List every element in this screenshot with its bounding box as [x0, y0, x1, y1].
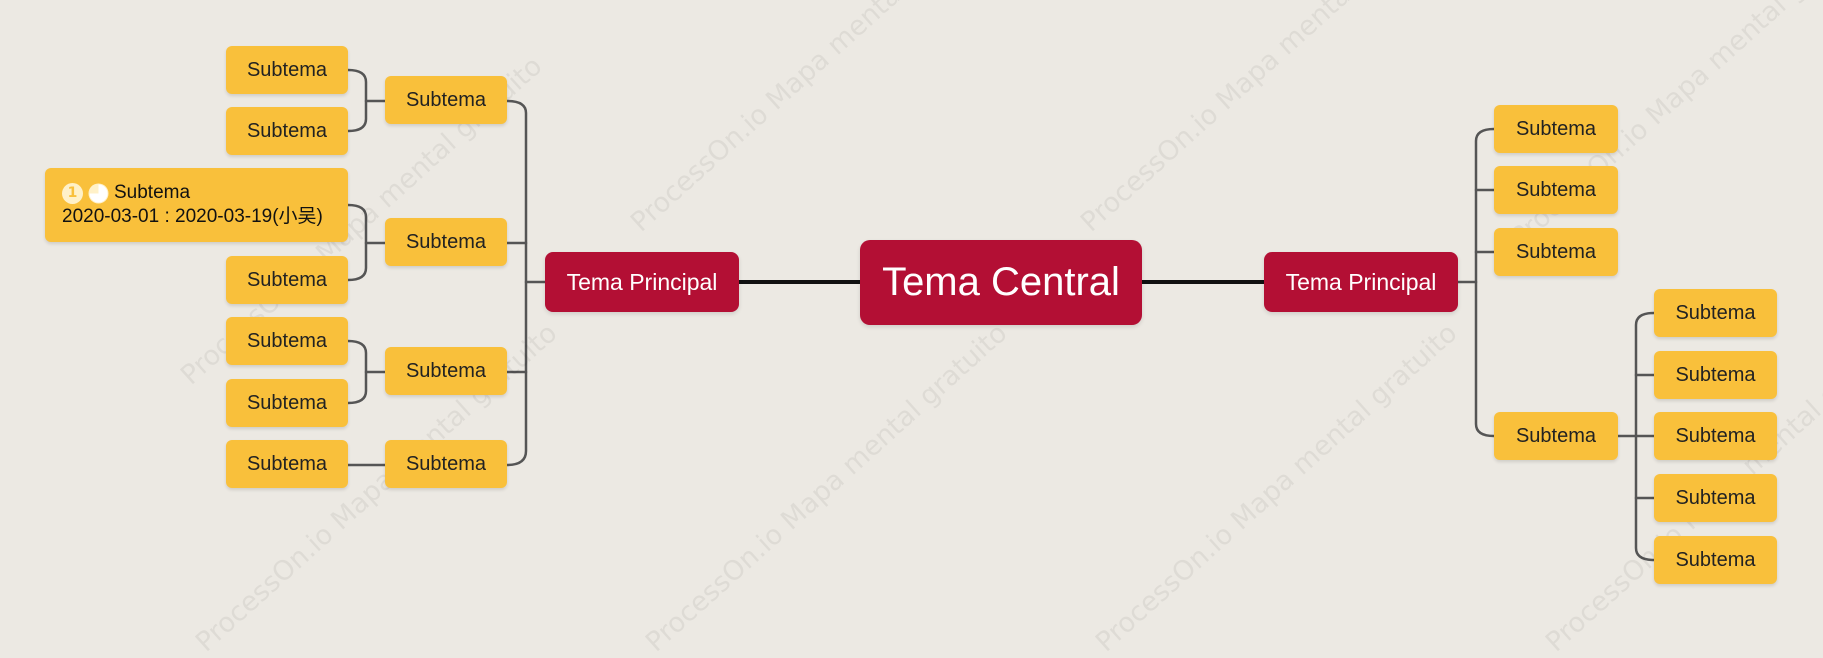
subtopic-left-4[interactable]: Subtema — [385, 440, 507, 488]
subtopic-right-1[interactable]: Subtema — [1494, 105, 1618, 153]
central-topic[interactable]: Tema Central — [860, 240, 1142, 325]
subtopic-right-4-3[interactable]: Subtema — [1654, 412, 1777, 460]
subtopic-left-3-2[interactable]: Subtema — [226, 379, 348, 427]
main-topic-left[interactable]: Tema Principal — [545, 252, 739, 312]
subtopic-left-1-2[interactable]: Subtema — [226, 107, 348, 155]
subtopic-right-2[interactable]: Subtema — [1494, 166, 1618, 214]
subtopic-left-2-rich[interactable]: 1 Subtema 2020-03-01 : 2020-03-19(小吴) — [45, 168, 348, 242]
subtopic-left-3[interactable]: Subtema — [385, 347, 507, 395]
subtopic-left-1[interactable]: Subtema — [385, 76, 507, 124]
priority-icon: 1 — [62, 182, 83, 204]
date-range-text: 2020-03-01 : 2020-03-19(小吴) — [62, 206, 323, 227]
main-topic-right[interactable]: Tema Principal — [1264, 252, 1458, 312]
subtopic-left-4-1[interactable]: Subtema — [226, 440, 348, 488]
rich-subtopic-label: Subtema — [114, 182, 191, 203]
subtopic-right-4[interactable]: Subtema — [1494, 412, 1618, 460]
rich-subtopic-title-row: 1 Subtema — [62, 181, 190, 205]
subtopic-right-4-1[interactable]: Subtema — [1654, 289, 1777, 337]
subtopic-left-2[interactable]: Subtema — [385, 218, 507, 266]
subtopic-right-3[interactable]: Subtema — [1494, 228, 1618, 276]
progress-icon — [88, 183, 109, 203]
subtopic-right-4-5[interactable]: Subtema — [1654, 536, 1777, 584]
connector-lines — [346, 68, 1656, 562]
subtopic-left-2-2[interactable]: Subtema — [226, 256, 348, 304]
subtopic-left-1-1[interactable]: Subtema — [226, 46, 348, 94]
subtopic-right-4-4[interactable]: Subtema — [1654, 474, 1777, 522]
subtopic-left-3-1[interactable]: Subtema — [226, 317, 348, 365]
subtopic-right-4-2[interactable]: Subtema — [1654, 351, 1777, 399]
